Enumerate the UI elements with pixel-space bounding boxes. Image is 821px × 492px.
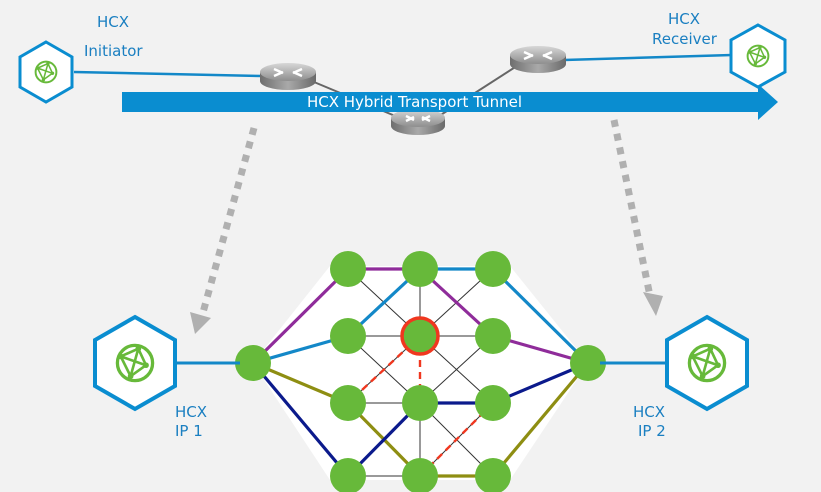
failed-mesh-node <box>400 316 440 356</box>
mesh-node <box>235 345 271 381</box>
path-link-cyan <box>491 267 590 365</box>
mesh-node <box>475 385 511 421</box>
initiator-link <box>73 70 263 78</box>
receiver-label-line1: HCX <box>668 10 701 28</box>
router-icon <box>260 63 316 90</box>
router-icon <box>391 109 445 135</box>
mesh-node <box>402 385 438 421</box>
mesh-node <box>330 318 366 354</box>
mesh-node <box>570 345 606 381</box>
hcx-ip2-node <box>665 314 749 412</box>
ip2-label-line1: HCX <box>633 403 666 421</box>
hybrid-transport-tunnel <box>122 84 778 120</box>
mesh-node <box>330 251 366 287</box>
hcx-receiver-node <box>729 23 787 89</box>
mesh-node <box>475 458 511 492</box>
dotted-arrow-right <box>610 119 663 316</box>
mesh-node <box>475 251 511 287</box>
router-icon <box>510 46 566 73</box>
hcx-initiator-node <box>18 40 74 104</box>
mesh-node <box>402 458 438 492</box>
mesh-node <box>402 251 438 287</box>
path-link-purple <box>251 267 350 365</box>
ip1-label-line2: IP 1 <box>175 422 203 440</box>
mesh-nodes <box>235 251 606 492</box>
mesh-node <box>330 458 366 492</box>
initiator-label-line2: Initiator <box>84 42 143 60</box>
dotted-arrow-left <box>190 127 258 334</box>
mesh-node <box>475 318 511 354</box>
tunnel-label: HCX Hybrid Transport Tunnel <box>306 93 522 111</box>
path-link-navy <box>251 361 350 478</box>
hcx-ip1-node <box>93 314 177 412</box>
mesh-node <box>330 385 366 421</box>
receiver-link <box>563 53 733 62</box>
path-link-olive <box>491 361 590 478</box>
ip1-label-line1: HCX <box>175 403 208 421</box>
initiator-label-line1: HCX <box>97 13 130 31</box>
receiver-label-line2: Receiver <box>652 30 717 48</box>
ip2-label-line2: IP 2 <box>638 422 666 440</box>
